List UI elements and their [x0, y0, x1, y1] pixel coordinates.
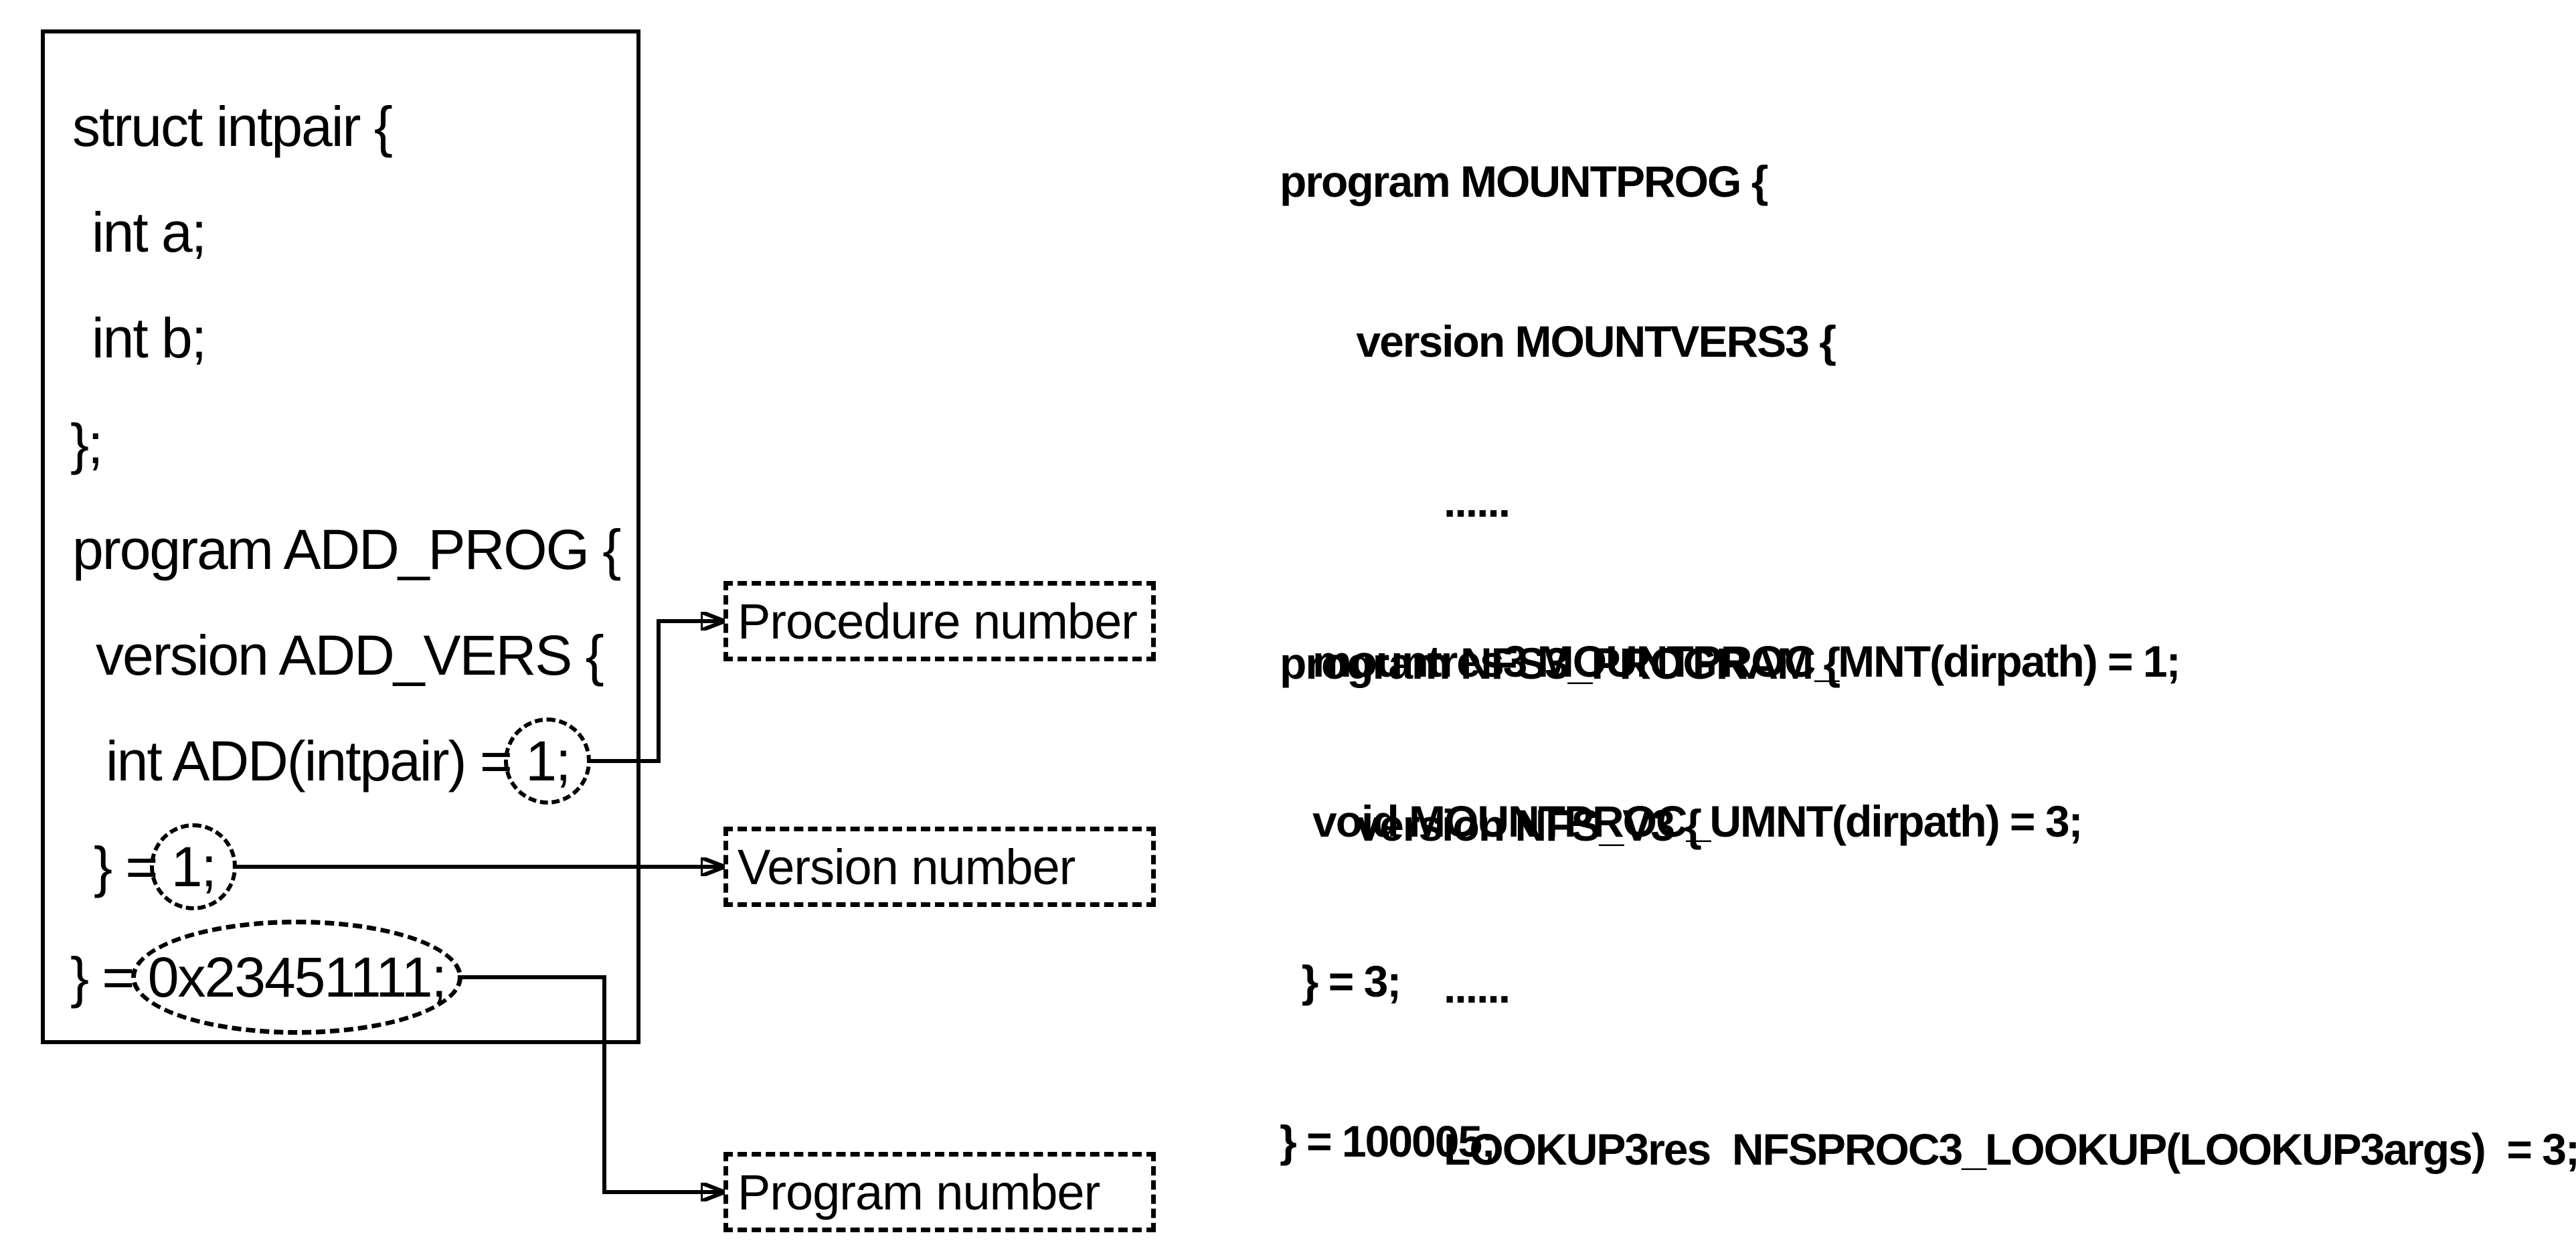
code-text: struct intpair {: [72, 95, 393, 158]
nfs3-program-code-block: program NFS3_PROGRAM { version NFS_V3 { …: [1280, 531, 2576, 1257]
code-text: int ADD(intpair) =: [106, 730, 526, 792]
code-line-struct-end: };: [45, 391, 636, 497]
code-text: } =: [70, 946, 148, 1009]
program-number-ellipse: 0x23451111;: [131, 920, 462, 1035]
version-number-label: Version number: [738, 839, 1076, 895]
code-line: ......: [1280, 477, 1511, 526]
code-line: void MOUNTPROC_UMNT(dirpath) = 3;: [1280, 797, 2083, 846]
code-line-procedure: int ADD(intpair) = 1;: [45, 708, 636, 814]
program-number-label-box: Program number: [723, 1152, 1156, 1232]
code-line-program-end: } = 0x23451111;: [45, 920, 636, 1035]
code-text: int a;: [92, 201, 207, 264]
procedure-number-circle: 1;: [504, 718, 592, 805]
code-line: } = 3;: [1280, 956, 1402, 1006]
code-line: LOOKUP3res NFSPROC3_LOOKUP(LOOKUP3args) …: [1280, 1124, 2576, 1174]
program-number-label: Program number: [738, 1164, 1100, 1220]
procedure-number-label: Procedure number: [738, 593, 1138, 649]
code-text: version ADD_VERS {: [96, 624, 604, 687]
code-line: version MOUNTVERS3 {: [1280, 317, 1836, 366]
version-number-value: 1;: [171, 835, 217, 898]
code-line: program MOUNTPROG {: [1280, 157, 1768, 206]
code-line-struct: struct intpair {: [45, 74, 636, 179]
idl-code-box: struct intpair { int a; int b; }; progra…: [41, 29, 640, 1044]
code-line: version NFS_V3 {: [1280, 801, 1702, 850]
code-line-version-end: } = 1;: [45, 814, 636, 920]
code-line-program: program ADD_PROG {: [45, 497, 636, 602]
code-line-int-b: int b;: [45, 285, 636, 391]
code-line-version: version ADD_VERS {: [45, 602, 636, 708]
mount-program-code-block: program MOUNTPROG { version MOUNTVERS3 {…: [1280, 51, 2181, 1257]
program-number-value: 0x23451111;: [147, 946, 447, 1009]
code-line-int-a: int a;: [45, 179, 636, 285]
code-text: };: [70, 412, 103, 475]
procedure-number-value: 1;: [525, 730, 571, 792]
version-number-label-box: Version number: [723, 827, 1156, 907]
version-number-circle: 1;: [149, 823, 237, 910]
code-line: mountres3 MOUNTPROC_MNT(dirpath) = 1;: [1280, 637, 2181, 686]
code-text: int b;: [92, 307, 207, 369]
code-text: program ADD_PROG {: [72, 518, 621, 581]
procedure-number-label-box: Procedure number: [723, 581, 1156, 661]
code-line: } = 100005;: [1280, 1116, 1496, 1166]
code-line: ......: [1280, 962, 1511, 1012]
code-line: program NFS3_PROGRAM {: [1280, 639, 1840, 688]
